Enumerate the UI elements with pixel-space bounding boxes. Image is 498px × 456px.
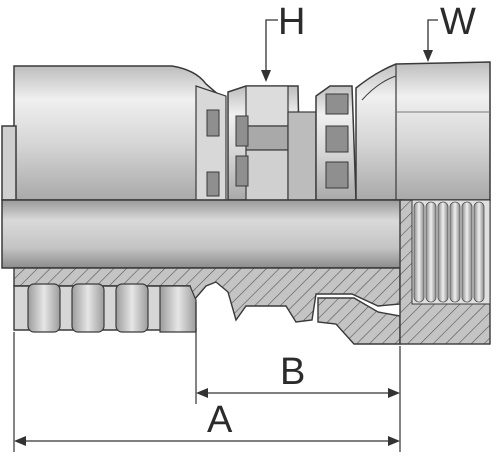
dimension-b xyxy=(195,302,401,404)
label-a: A xyxy=(207,399,233,441)
bore-tube xyxy=(1,199,403,269)
leader-w xyxy=(423,19,438,62)
label-h: H xyxy=(278,1,305,43)
hex-nut xyxy=(355,61,491,201)
label-b: B xyxy=(280,351,305,393)
coupling-ring xyxy=(287,85,357,201)
thread-section xyxy=(399,199,491,345)
section-view xyxy=(13,267,401,345)
dimension-a xyxy=(13,332,401,452)
leader-h xyxy=(261,19,278,82)
swivel-nut xyxy=(227,85,301,201)
ferrule-body xyxy=(1,65,227,201)
label-w: W xyxy=(440,1,476,43)
